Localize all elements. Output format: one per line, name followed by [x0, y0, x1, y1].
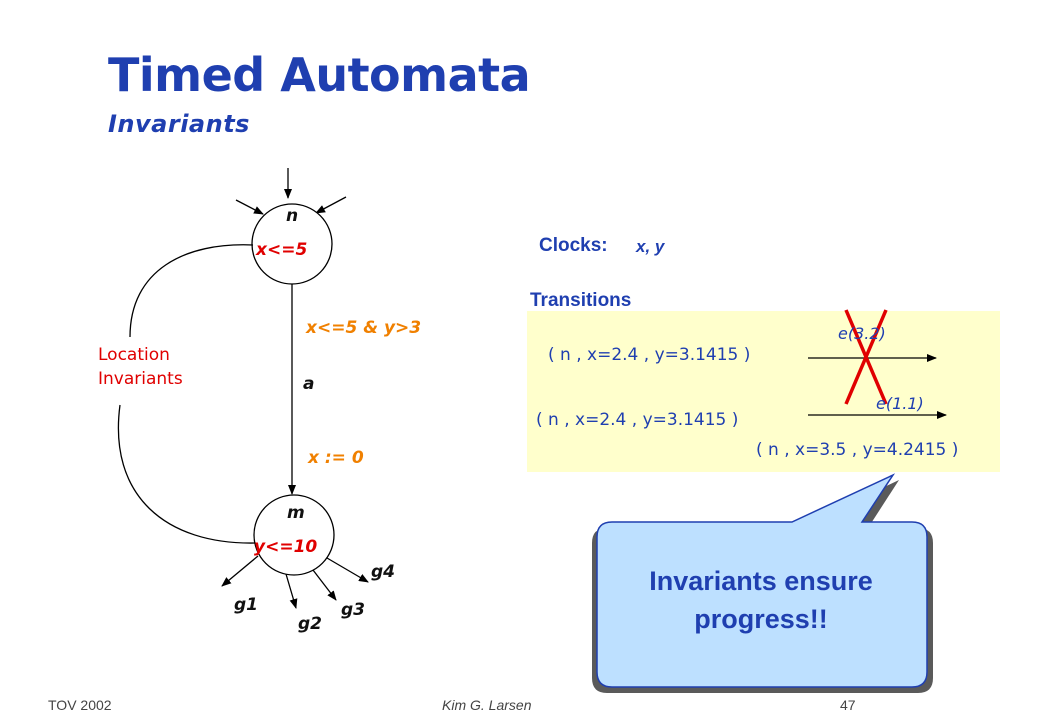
callout-bubble	[596, 473, 928, 688]
location-m-invariant: y<=10	[254, 537, 318, 557]
outgoing-arrow-g2	[285, 573, 298, 609]
edge-action: a	[303, 374, 315, 394]
invariant-curve-bottom	[117, 404, 257, 544]
slide-subtitle: Invariants	[108, 110, 250, 138]
outgoing-label-g1: g1	[234, 595, 258, 615]
transition-2-target-state: ( n , x=3.5 , y=4.2415 )	[756, 440, 959, 460]
callout-text: Invariants ensure progress!!	[649, 566, 873, 634]
transition-1-source-state: ( n , x=2.4 , y=3.1415 )	[548, 345, 751, 365]
outgoing-arrow-g1	[221, 555, 259, 587]
location-m-name: m	[287, 503, 305, 523]
footer-page-number: 47	[840, 697, 856, 713]
outgoing-arrow-g3	[312, 569, 337, 601]
transition-2-source-state: ( n , x=2.4 , y=3.1415 )	[536, 410, 739, 430]
transitions-box	[527, 311, 1000, 472]
location-m-circle	[253, 494, 335, 576]
transition-2-delay-label: e(1.1)	[876, 394, 924, 413]
cross-out-mark-2	[844, 309, 888, 405]
transition-1-delay-label: e(3.2)	[838, 324, 886, 343]
location-invariants-annotation: Location Invariants	[98, 343, 218, 391]
transitions-label: Transitions	[530, 290, 632, 311]
edge-guard: x<=5 & y>3	[306, 318, 422, 338]
outgoing-arrow-g4	[326, 557, 369, 583]
incoming-arrow-right	[315, 196, 347, 214]
annotation-line-1: Location	[98, 345, 170, 365]
slide-title: Timed Automata	[108, 48, 531, 102]
location-n-name: n	[286, 206, 299, 226]
footer-author: Kim G. Larsen	[442, 697, 532, 713]
incoming-arrow-left	[235, 199, 264, 215]
footer-course: TOV 2002	[48, 697, 112, 713]
outgoing-label-g3: g3	[341, 600, 365, 620]
edge-reset: x := 0	[308, 448, 364, 468]
clocks-label: Clocks:	[539, 235, 608, 256]
location-n-invariant: x<=5	[256, 240, 308, 260]
invariant-curve-top	[129, 244, 254, 338]
outgoing-label-g2: g2	[298, 614, 322, 634]
clocks-value: x, y	[636, 237, 665, 256]
annotation-line-2: Invariants	[98, 369, 183, 389]
outgoing-label-g4: g4	[371, 562, 395, 582]
